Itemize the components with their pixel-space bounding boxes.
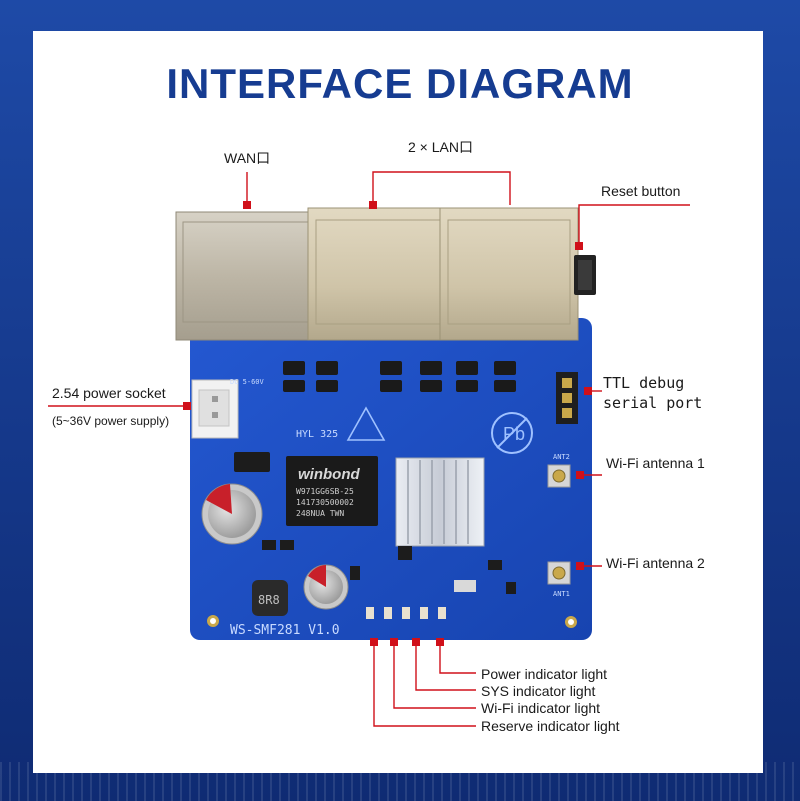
silk-model: WS-SMF281 V1.0 [230,623,340,638]
lan-port-2 [439,207,579,341]
lan-label: 2 × LAN口 [408,139,473,155]
silk-ant1: ANT1 [553,590,570,598]
triangle-logo [346,406,386,441]
wifi-antenna-2-label: Wi-Fi antenna 2 [606,555,705,571]
chip-brand: winbond [298,466,360,483]
inductor-label: 8R8 [258,593,280,607]
small-components [234,452,516,594]
capacitor-large [201,483,263,545]
callout-markers [183,201,592,646]
wan-label: WAN口 [224,150,271,166]
power-socket-part [191,379,239,439]
ttl-label-line-2: serial port [603,394,703,412]
silk-dc: DC 5-60V [230,378,265,386]
power-supply-label: (5~36V power supply) [52,414,170,428]
reset-label: Reset button [601,183,681,199]
chip-line-2: 141730500002 [296,498,354,507]
wan-port [175,211,317,341]
wifi-antenna-1-label: Wi-Fi antenna 1 [606,455,705,471]
chip-line-3: 248NUA TWN [296,509,344,518]
inductor: 8R8 [252,580,288,616]
sys-indicator-label: SYS indicator light [481,683,596,699]
ddr-chip: winbond W971GG6SB-25 141730500002 248NUA… [286,456,378,526]
mounting-hole [568,619,574,625]
capacitor-small [303,564,349,610]
heatsink [395,457,485,547]
silk-hyl: HYL 325 [296,429,338,440]
ttl-label-line-1: TTL debug [603,374,685,392]
wifi-indicator-label: Wi-Fi indicator light [481,700,601,716]
led-row [366,607,446,619]
chip-line-1: W971GG6SB-25 [296,487,354,496]
mounting-hole [210,618,216,624]
magnetics-row [283,361,516,392]
svg-text:Pb: Pb [503,424,525,444]
antenna-connector-1 [547,464,571,488]
antenna-connector-2 [547,561,571,585]
power-indicator-label: Power indicator light [481,666,608,682]
reserve-indicator-label: Reserve indicator light [481,718,620,734]
page-title: INTERFACE DIAGRAM [166,60,634,107]
callout-lines [48,171,690,727]
silk-ant2: ANT2 [553,453,570,461]
power-socket-label: 2.54 power socket [52,385,166,401]
pb-free-logo [491,412,533,454]
lan-port-1 [307,207,449,341]
pcb-board [190,318,592,640]
ttl-header-part [556,372,578,424]
